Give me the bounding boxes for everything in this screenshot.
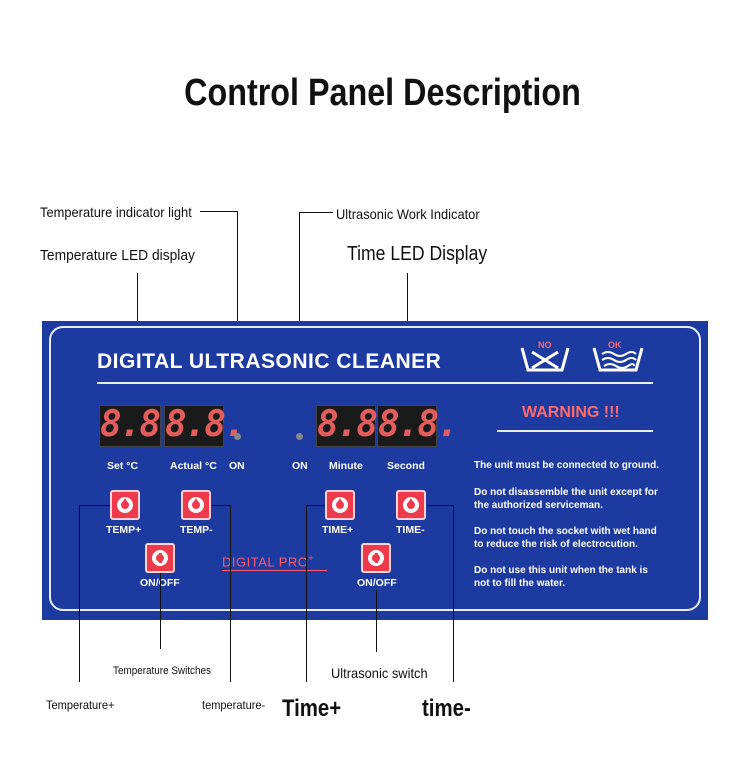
time-plus-label: TIME+ xyxy=(322,524,354,536)
page-title: Control Panel Description xyxy=(184,72,581,114)
callout-temperature-plus: Temperature+ xyxy=(46,698,115,712)
label-minute: Minute xyxy=(329,460,363,472)
set-temperature-led: 8.8. xyxy=(99,404,181,447)
leader-line xyxy=(79,505,80,682)
divider xyxy=(97,382,653,384)
leader-line xyxy=(230,505,231,682)
leader-line xyxy=(212,505,230,506)
panel-brand-title: DIGITAL ULTRASONIC CLEANER xyxy=(97,350,442,373)
warning-line: Do not touch the socket with wet hand xyxy=(474,526,657,537)
callout-temperature-switches: Temperature Switches xyxy=(113,665,211,677)
second-led: 8.8. xyxy=(377,404,459,447)
digital-pro-logo: DIGITAL PRO+ xyxy=(222,553,314,569)
time-minus-label: TIME- xyxy=(396,524,425,536)
leader-line xyxy=(200,211,238,212)
warning-divider xyxy=(497,430,653,432)
digital-pro-text: DIGITAL PRO xyxy=(222,554,309,570)
warning-line: not to fill the water. xyxy=(474,578,566,589)
warning-line: to reduce the risk of electrocution. xyxy=(474,539,638,550)
callout-temperature-minus: temperature- xyxy=(202,698,266,712)
temperature-power-button[interactable] xyxy=(145,543,175,573)
callout-time-led: Time LED Display xyxy=(347,243,488,265)
temp-minus-button[interactable] xyxy=(181,490,211,520)
time-plus-button[interactable] xyxy=(325,490,355,520)
label-second: Second xyxy=(387,460,425,472)
label-actual: Actual °C xyxy=(170,460,217,472)
leader-line xyxy=(427,505,454,506)
temp-plus-button[interactable] xyxy=(110,490,140,520)
onoff-label-temp: ON/OFF xyxy=(140,577,180,589)
warning-title: WARNING !!! xyxy=(522,404,620,421)
callout-temperature-indicator: Temperature indicator light xyxy=(40,204,192,220)
warning-line: the authorized serviceman. xyxy=(474,500,603,511)
callout-temperature-led: Temperature LED display xyxy=(40,247,195,264)
label-on-temp: ON xyxy=(229,460,245,472)
ok-water-symbol-icon xyxy=(592,347,644,372)
temp-plus-label: TEMP+ xyxy=(106,524,142,536)
ok-label: OK xyxy=(608,340,622,350)
digital-pro-sup: + xyxy=(308,553,315,563)
time-minus-button[interactable] xyxy=(396,490,426,520)
callout-ultrasonic-switch: Ultrasonic switch xyxy=(331,665,428,681)
ultrasonic-power-button[interactable] xyxy=(361,543,391,573)
warning-line: The unit must be connected to ground. xyxy=(474,460,659,471)
leader-line xyxy=(306,505,325,506)
control-panel-border xyxy=(49,326,701,611)
actual-temperature-led: 8.8. xyxy=(164,404,246,447)
leader-line xyxy=(376,590,377,652)
label-set: Set °C xyxy=(107,460,139,472)
leader-line xyxy=(160,573,161,649)
leader-line xyxy=(453,505,454,682)
callout-ultrasonic-work-indicator: Ultrasonic Work Indicator xyxy=(336,206,480,222)
callout-time-plus: Time+ xyxy=(282,695,342,722)
warning-line: Do not use this unit when the tank is xyxy=(474,565,648,576)
leader-line xyxy=(79,505,110,506)
leader-line xyxy=(306,505,307,682)
callout-time-minus: time- xyxy=(422,695,471,722)
leader-line xyxy=(299,212,333,213)
temp-minus-label: TEMP- xyxy=(180,524,213,536)
ultrasonic-work-indicator-light xyxy=(296,433,303,440)
no-water-symbol-icon xyxy=(520,347,570,372)
digital-pro-underline xyxy=(222,570,327,571)
temperature-indicator-light xyxy=(234,433,241,440)
warning-line: Do not disassemble the unit except for xyxy=(474,487,658,498)
minute-led: 8.8. xyxy=(316,404,398,447)
no-label: NO xyxy=(538,340,552,350)
onoff-label-ultrasonic: ON/OFF xyxy=(357,577,397,589)
label-on-ultrasonic: ON xyxy=(292,460,308,472)
